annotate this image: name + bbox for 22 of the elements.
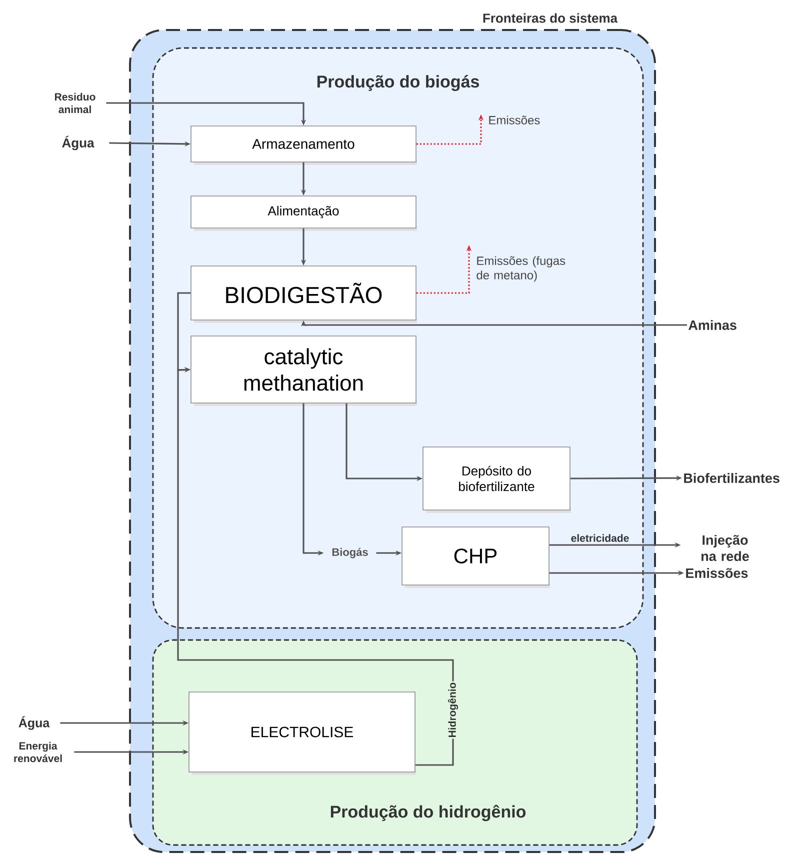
flow-label: Emissões [489, 116, 540, 124]
process-box: Armazenamento [190, 126, 417, 165]
process-box: BIODIGESTÃO [190, 266, 417, 323]
flow-label: Energia renovável [14, 742, 62, 762]
flow-label: Emissões [686, 568, 748, 578]
arrow [177, 367, 454, 766]
flow-label: Residuo animal [55, 92, 96, 114]
process-box: ELECTROLISE [188, 692, 416, 775]
flow-label: Injeção na rede [702, 534, 749, 562]
flow-label: Água [18, 716, 50, 730]
process-box: Depósito do biofertilizante [422, 446, 571, 513]
process-box: catalytic methanation [190, 336, 417, 406]
flow-label: Emissões (fugas de metano) [476, 256, 566, 282]
edge-label: eletricidade [570, 533, 630, 543]
flow-label: Água [62, 136, 94, 150]
process-box: CHP [402, 526, 550, 588]
flow-label: Biogás [332, 548, 368, 558]
process-box: Alimentação [190, 196, 417, 231]
flow-label: Aminas [688, 320, 736, 330]
flow-label: Biofertilizantes [684, 473, 780, 483]
node-label: Fronteiras do sistema [483, 13, 618, 23]
edge-label: Hidrogênio [446, 681, 460, 739]
